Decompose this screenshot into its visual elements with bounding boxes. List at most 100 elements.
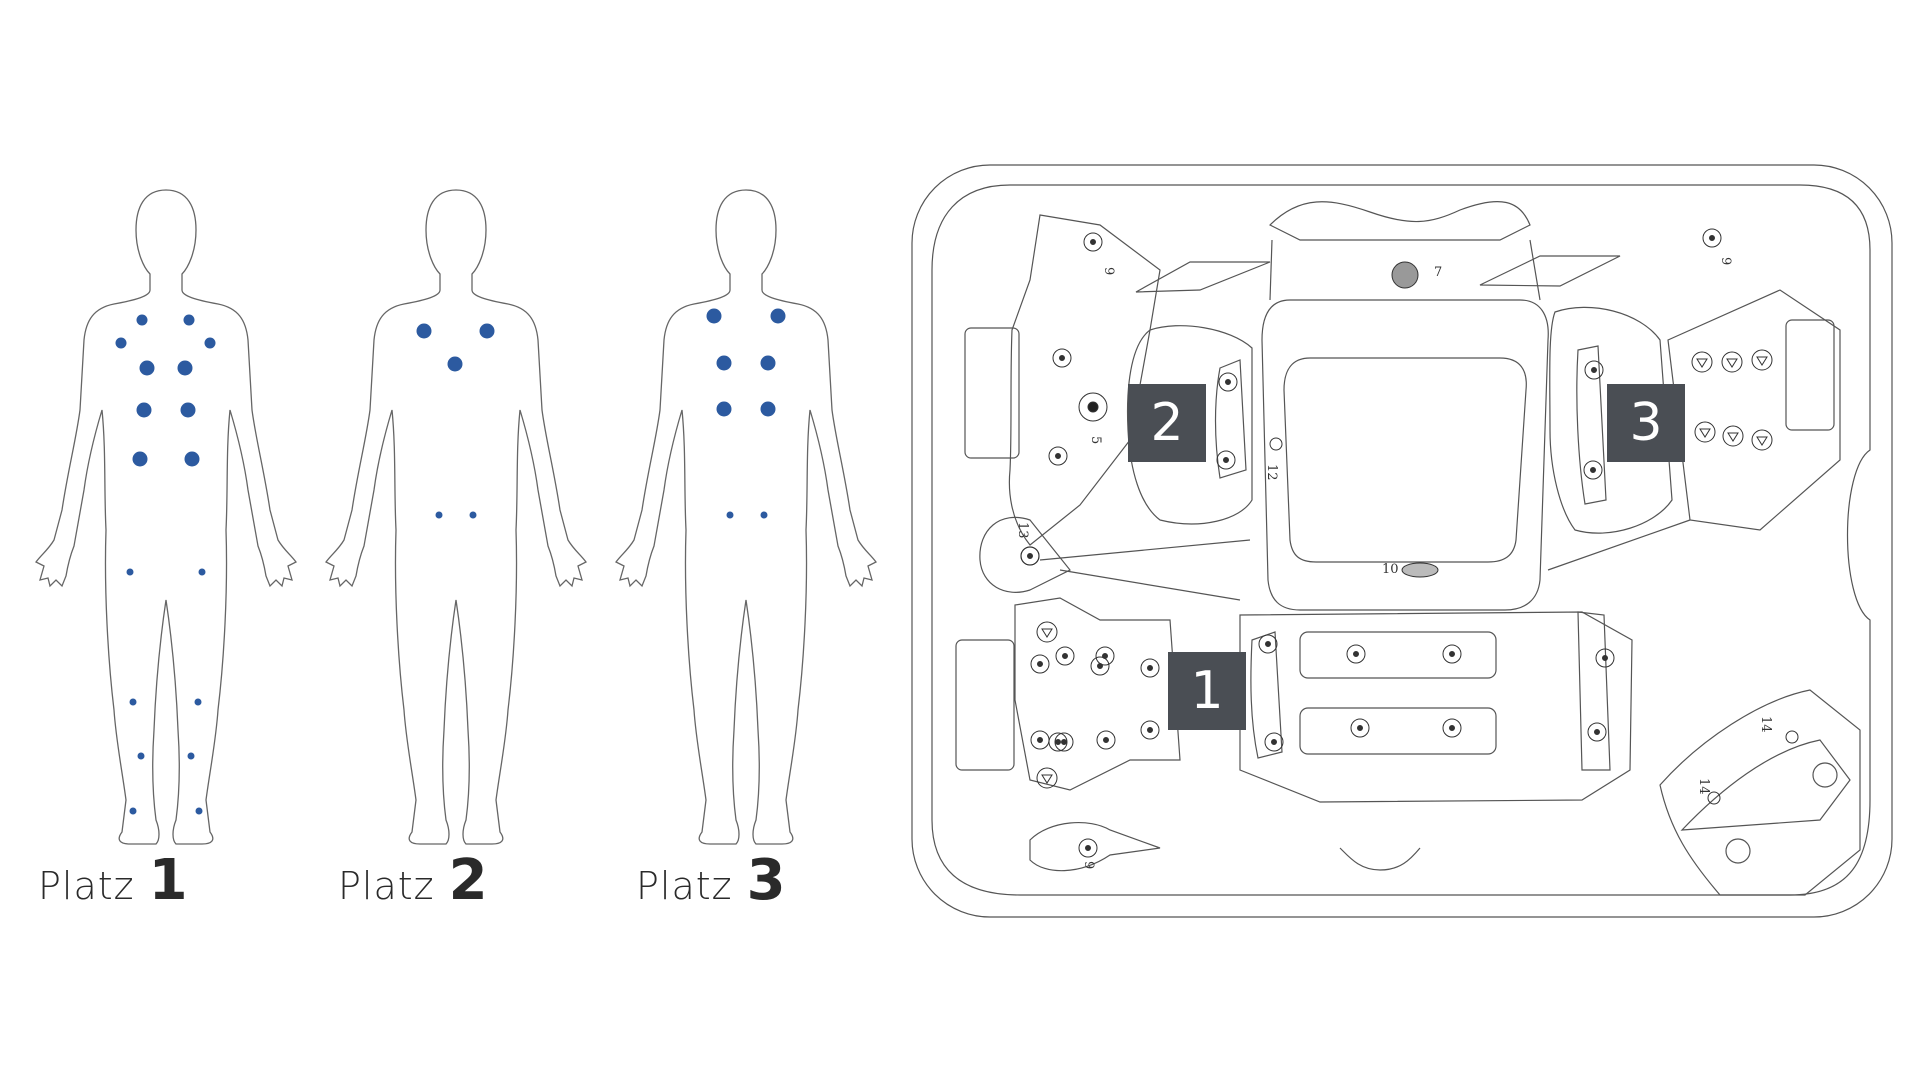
- rotary-jet: [1721, 351, 1743, 373]
- massage-point: [716, 355, 732, 371]
- jet-nozzle-center: [1357, 725, 1363, 731]
- top-right-deck: [1479, 255, 1621, 287]
- jet-nozzle-center: [1090, 239, 1096, 245]
- massage-point: [183, 314, 195, 326]
- jet-nozzle-center: [1059, 355, 1065, 361]
- jet-large-center: [1087, 401, 1099, 413]
- side-recess: [979, 516, 1071, 593]
- left-upper-pad: [964, 327, 1020, 459]
- jet-nozzle-center: [1103, 737, 1109, 743]
- jet-nozzle: [1702, 228, 1722, 248]
- jet-nozzle: [1030, 654, 1050, 674]
- jet-nozzle-center: [1147, 727, 1153, 733]
- jet-nozzle: [1055, 646, 1075, 666]
- massage-point: [137, 752, 145, 760]
- jet-label: 9: [1081, 861, 1096, 869]
- massage-point: [139, 360, 155, 376]
- massage-points-seat-3: [706, 308, 786, 519]
- jet-nozzle: [1346, 644, 1366, 664]
- bottom-left-cup: [1029, 821, 1161, 872]
- rotary-jet-arrow: [1696, 358, 1708, 368]
- rotary-jet-arrow: [1727, 432, 1739, 442]
- massage-points-seat-2: [416, 323, 495, 519]
- cupholder: [1725, 838, 1751, 864]
- jet-nozzle: [1095, 646, 1115, 666]
- seat-3-area: [1549, 306, 1673, 534]
- caption-number: 3: [746, 848, 786, 913]
- seat-badge-3: 3: [1607, 384, 1685, 462]
- jet-nozzle-center: [1037, 737, 1043, 743]
- jet-nozzle-center: [1061, 739, 1067, 745]
- jet-nozzle: [1264, 732, 1284, 752]
- rotary-jet-arrow: [1041, 628, 1053, 638]
- massage-point: [129, 698, 137, 706]
- massage-point: [115, 337, 127, 349]
- jets: [1020, 228, 1799, 858]
- seat-1-lounge: [1014, 597, 1181, 791]
- drain: [1401, 562, 1439, 578]
- jet-nozzle: [1442, 644, 1462, 664]
- massage-point: [194, 698, 202, 706]
- jet-nozzle: [1350, 718, 1370, 738]
- massage-point: [416, 323, 432, 339]
- rotary-jet: [1722, 425, 1744, 447]
- rotary-jet: [1751, 429, 1773, 451]
- caption-word: Platz: [38, 864, 135, 908]
- jet-nozzle-center: [1147, 665, 1153, 671]
- rotary-jet: [1751, 349, 1773, 371]
- jet-label: 14: [1696, 778, 1711, 795]
- jet-label: 5: [1088, 436, 1103, 444]
- massage-point: [760, 355, 776, 371]
- bottom-right-lounge: [1659, 689, 1861, 896]
- massage-point: [726, 511, 734, 519]
- air-control: [1707, 791, 1721, 805]
- jet-nozzle-center: [1097, 663, 1103, 669]
- jet-nozzle: [1584, 360, 1604, 380]
- rotary-jet-arrow: [1726, 358, 1738, 368]
- jet-nozzle-center: [1265, 641, 1271, 647]
- massage-point: [180, 402, 196, 418]
- tub-outer-rim: [911, 164, 1893, 918]
- jet-label: 13: [1015, 522, 1030, 539]
- body-figure-seat-1: [35, 189, 297, 845]
- jet-nozzle-center: [1709, 235, 1715, 241]
- footwell-floor: [1283, 357, 1527, 563]
- jet-nozzle-center: [1085, 845, 1091, 851]
- rotary-jet: [1036, 767, 1058, 789]
- seat-1-right-edge: [1577, 611, 1611, 771]
- jet-nozzle: [1020, 546, 1040, 566]
- jet-nozzle-center: [1591, 367, 1597, 373]
- footwell: [1261, 299, 1549, 611]
- cupholder: [1812, 762, 1838, 788]
- seat-2-headrest: [1214, 359, 1247, 479]
- jet-label: 10: [1382, 562, 1399, 577]
- jet-nozzle: [1078, 838, 1098, 858]
- massage-point: [177, 360, 193, 376]
- right-lounge: [1667, 289, 1841, 531]
- jet-nozzle: [1083, 232, 1103, 252]
- seat-badge-2: 2: [1128, 384, 1206, 462]
- massage-point: [195, 807, 203, 815]
- jet-nozzle: [1218, 372, 1238, 392]
- jet-nozzle-center: [1449, 725, 1455, 731]
- massage-point: [184, 451, 200, 467]
- jet-nozzle-center: [1353, 651, 1359, 657]
- figure-caption-3: Platz 3: [636, 848, 786, 913]
- jet-nozzle: [1052, 348, 1072, 368]
- bottom-right-armrest: [1680, 739, 1851, 831]
- rotary-jet-arrow: [1756, 436, 1768, 446]
- body-figure-seat-2: [325, 189, 587, 845]
- massage-point: [760, 401, 776, 417]
- massage-point: [126, 568, 134, 576]
- jet-nozzle-center: [1449, 651, 1455, 657]
- jet-nozzle: [1054, 732, 1074, 752]
- rotary-jet: [1691, 351, 1713, 373]
- jet-nozzle: [1583, 460, 1603, 480]
- caption-word: Platz: [338, 864, 435, 908]
- caption-word: Platz: [636, 864, 733, 908]
- hot-tub-diagram: [911, 164, 1893, 918]
- seat-3-headrest: [1576, 345, 1607, 505]
- jet-nozzle: [1258, 634, 1278, 654]
